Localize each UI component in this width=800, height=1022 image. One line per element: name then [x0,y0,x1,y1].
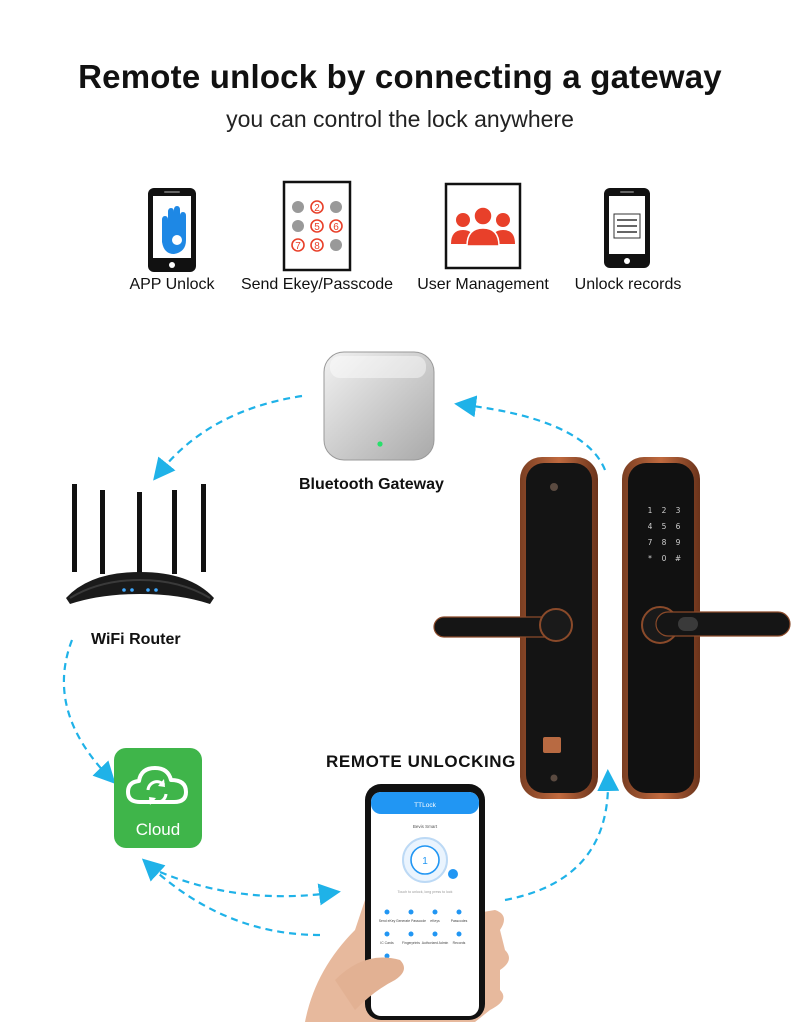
svg-text:6: 6 [676,522,681,531]
svg-text:1: 1 [648,506,653,515]
arrow-router-to-cloud [62,639,116,784]
lock-name: Bevis Smart [413,824,438,829]
menu-passcodes: Passcodes [451,919,468,923]
svg-text:2: 2 [662,506,667,515]
keypad-digit: 7 [295,241,301,252]
cloud-label: Cloud [135,820,181,839]
menu-ekeys: eKeys [430,919,440,923]
page-title: Remote unlock by connecting a gateway [78,58,722,95]
page-subtitle: you can control the lock anywhere [226,106,574,132]
feature-label: User Management [417,276,549,293]
feature-label: APP Unlock [129,276,215,293]
keypad-digit: 8 [314,241,320,252]
menu-ic-cards: IC Cards [380,941,394,945]
cloud-tile: Cloud [114,748,202,848]
svg-text:9: 9 [676,538,681,547]
svg-text:4: 4 [648,522,653,531]
feature-app-unlock: APP Unlock [82,180,262,293]
svg-text:3: 3 [676,506,681,515]
users-icon [444,182,522,270]
keypad-digit: 2 [314,203,320,214]
lock-digit: 1 [422,856,428,867]
unlock-hint: Touch to unlock, long press to lock [398,890,453,894]
menu-send-ekey: Send eKey [379,919,396,923]
feature-user-management: User Management [393,180,573,293]
svg-text:5: 5 [662,522,667,531]
gateway-label: Bluetooth Gateway [299,476,444,493]
svg-text:0: 0 [662,554,667,563]
arrow-phone-to-lock [504,769,620,902]
feature-unlock-records: Unlock records [538,180,718,293]
menu-authorized-admin: Authorized Admin [422,941,449,945]
wifi-router-device [66,484,214,604]
svg-text:#: # [675,554,681,563]
feature-label: Unlock records [574,276,682,293]
arrow-cloud-to-phone [159,870,341,906]
arrow-gateway-to-router [153,394,303,481]
feature-send-ekey: 2 5 6 7 8 Send Ekey/Passcode [227,180,407,293]
records-phone-icon [604,188,650,268]
arrow-lock-to-gateway [454,395,607,471]
svg-text:8: 8 [662,538,667,547]
router-label: WiFi Router [91,631,181,648]
keypad-digit: 6 [333,222,339,233]
svg-text:*: * [648,554,652,563]
feature-label: Send Ekey/Passcode [240,276,394,293]
keypad-digit: 5 [314,222,320,233]
app-title: TTLock [414,802,436,809]
svg-text:7: 7 [648,538,653,547]
phone-in-hand: TTLock Bevis Smart 1 Touch to unlock, lo… [305,784,509,1022]
cloud-sync-icon [126,766,188,805]
phone-hand-icon [148,188,196,272]
remote-unlocking-label: REMOTE UNLOCKING [326,752,516,771]
bluetooth-gateway-device [323,351,435,461]
menu-generate-passcode: Generate Passcode [396,919,426,923]
menu-records: Records [453,941,466,945]
keypad-icon: 2 5 6 7 8 [282,180,352,272]
menu-fingerprints: Fingerprints [402,941,420,945]
